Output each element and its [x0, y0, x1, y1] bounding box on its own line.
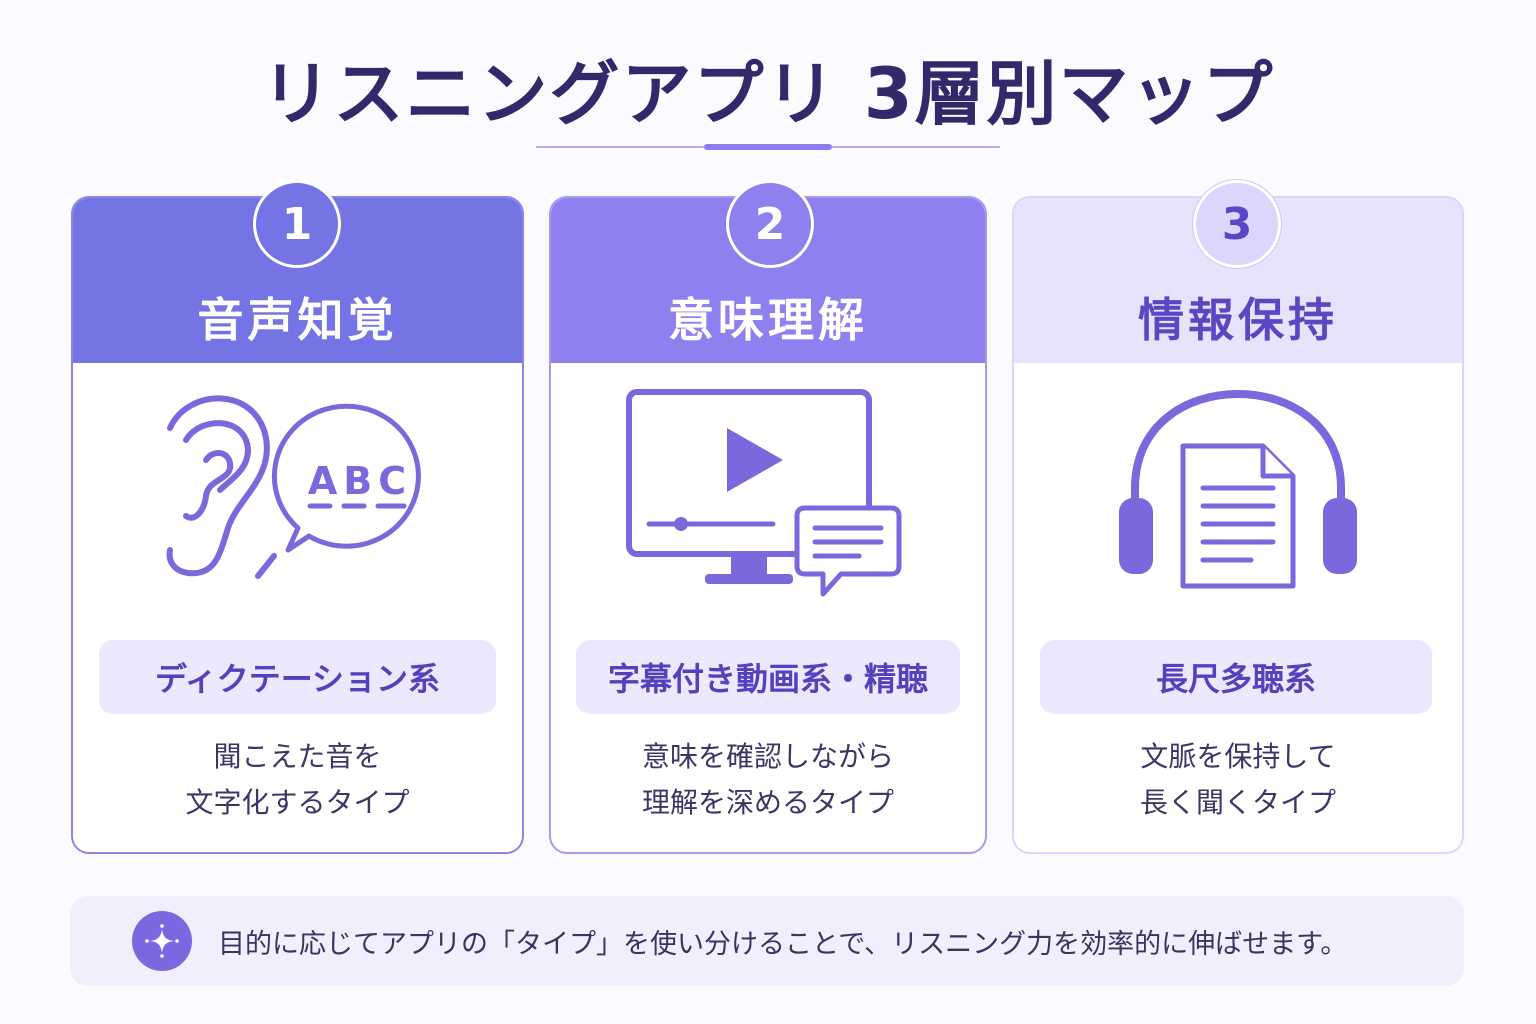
- layer-number-badge: 1: [253, 180, 341, 268]
- footer-text: 目的に応じてアプリの「タイプ」を使い分けることで、リスニング力を効率的に伸ばせま…: [218, 928, 1348, 960]
- description-line: 文字化するタイプ: [185, 786, 410, 819]
- layer-card-header: 意味理解: [551, 198, 985, 363]
- description-line: 長く聞くタイプ: [1139, 786, 1336, 819]
- layer-number-badge: 3: [1193, 180, 1281, 268]
- title-divider-accent: [704, 144, 832, 150]
- layer-name: 意味理解: [668, 293, 868, 347]
- app-type-pill: ディクテーション系: [99, 640, 496, 714]
- app-type-pill: 長尺多聴系: [1040, 640, 1432, 714]
- sparkle-icon: [132, 911, 192, 971]
- description-line: 聞こえた音を: [213, 740, 382, 773]
- headphones-with-document-icon: [1014, 388, 1462, 628]
- footer-note: 目的に応じてアプリの「タイプ」を使い分けることで、リスニング力を効率的に伸ばせま…: [70, 896, 1464, 986]
- layer-name: 音声知覚: [197, 293, 398, 347]
- layer-description: 意味を確認しながら 理解を深めるタイプ: [551, 734, 985, 826]
- layer-description: 聞こえた音を 文字化するタイプ: [73, 734, 522, 826]
- layer-number-badge: 2: [726, 180, 814, 268]
- layer-name: 情報保持: [1138, 293, 1338, 347]
- layer-card-header: 音声知覚: [73, 198, 522, 363]
- abc-text: ABC: [307, 459, 411, 503]
- description-line: 文脈を保持して: [1140, 740, 1336, 773]
- ear-and-abc-speech-bubble-icon: ABC: [73, 388, 522, 628]
- layer-description: 文脈を保持して 長く聞くタイプ: [1014, 734, 1462, 826]
- layer-card-3: 情報保持 長尺多聴系 文脈を保持して 長く聞くタイプ: [1012, 196, 1464, 854]
- app-type-pill: 字幕付き動画系・精聴: [576, 640, 960, 714]
- layer-card-2: 意味理解 字幕付き動画系・精聴 意味を確認しながら 理解を深めるタイプ: [549, 196, 987, 854]
- description-line: 意味を確認しながら: [641, 740, 894, 773]
- layer-card-1: 音声知覚 ABC ディクテーション系 聞こえた音を 文字化するタイプ: [71, 196, 524, 854]
- video-monitor-with-subtitles-icon: [551, 388, 985, 628]
- description-line: 理解を深めるタイプ: [641, 786, 894, 819]
- page-title: リスニングアプリ 3層別マップ: [261, 53, 1275, 135]
